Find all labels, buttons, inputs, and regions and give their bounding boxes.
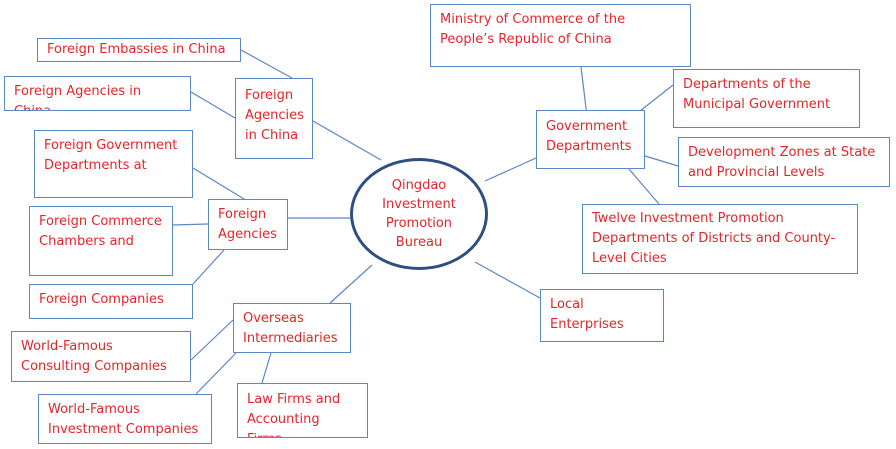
connector-center-foreign-agencies-in-china: [312, 120, 382, 161]
node-twelve-departments: Twelve Investment Promotion Departments …: [582, 204, 858, 274]
connector-foreign-agencies-in-china-leaf: [190, 91, 236, 119]
node-consulting-companies: World-Famous Consulting Companies: [11, 331, 191, 382]
node-foreign-agencies-in-china-leaf: Foreign Agencies in China: [4, 76, 191, 111]
connector-government-municipal: [639, 84, 674, 112]
node-investment-companies: World-Famous Investment Companies: [38, 394, 212, 444]
node-foreign-embassies: Foreign Embassies in China: [37, 38, 241, 62]
center-node-label: Qingdao Investment Promotion Bureau: [382, 178, 456, 250]
connector-government-ministry: [580, 66, 588, 117]
connector-overseas-consulting: [190, 319, 234, 361]
connector-foreign-agencies-companies: [192, 249, 225, 285]
connector-government-twelve-departments: [628, 168, 660, 205]
node-overseas-intermediaries: Overseas Intermediaries: [233, 303, 351, 353]
node-law-accounting: Law Firms and Accounting Firms: [237, 383, 368, 438]
connector-center-local-enterprises: [474, 261, 541, 299]
connector-foreign-agencies-in-china-embassies: [240, 49, 293, 79]
connector-center-overseas-intermediaries: [329, 264, 373, 304]
center-node-qingdao-bureau: Qingdao Investment Promotion Bureau: [350, 158, 488, 270]
connector-government-development-zones: [644, 155, 679, 167]
connector-foreign-agencies-chambers: [172, 223, 209, 226]
node-foreign-gov-departments: Foreign Government Departments at: [34, 130, 193, 198]
connector-overseas-law-accounting: [261, 352, 272, 384]
connector-overseas-investment: [195, 352, 237, 395]
node-foreign-agencies-in-china-group: Foreign Agencies in China: [235, 78, 313, 159]
node-ministry-commerce: Ministry of Commerce of the People’s Rep…: [430, 4, 691, 67]
node-municipal-departments: Departments of the Municipal Government: [673, 69, 860, 128]
connector-foreign-agencies-gov-departments: [192, 167, 245, 200]
node-government-departments: Government Departments: [536, 110, 645, 169]
node-foreign-companies: Foreign Companies: [29, 284, 193, 319]
node-foreign-agencies-group: Foreign Agencies: [208, 199, 288, 250]
node-local-enterprises: Local Enterprises: [540, 289, 664, 342]
connector-center-government-departments: [484, 157, 537, 182]
node-development-zones: Development Zones at State and Provincia…: [678, 137, 890, 187]
node-foreign-commerce-chambers: Foreign Commerce Chambers and: [29, 206, 173, 276]
